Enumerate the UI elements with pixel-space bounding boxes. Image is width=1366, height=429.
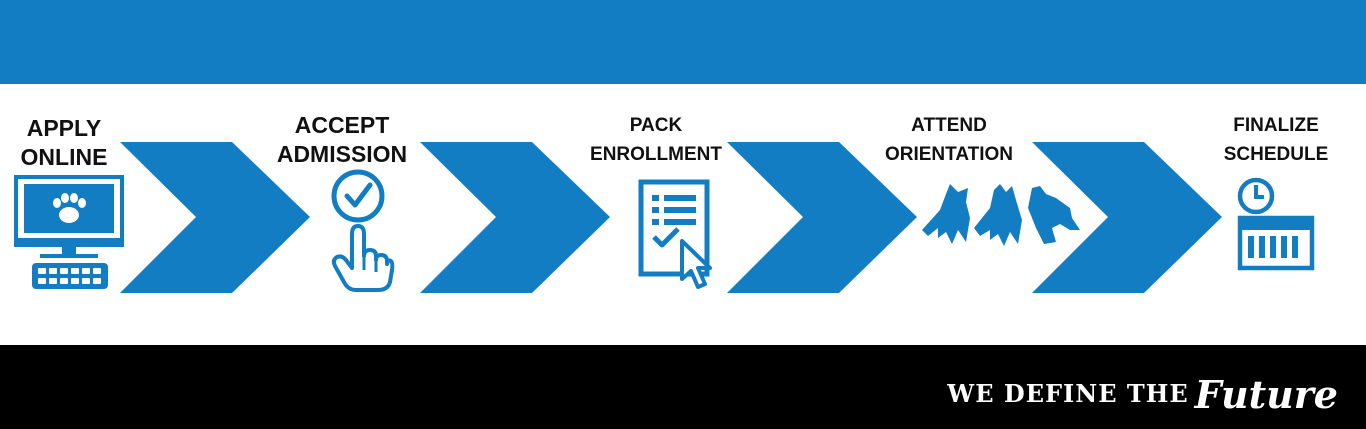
step-1-line1: APPLY [26,115,102,141]
step-3-line2: ENROLLMENT [590,143,722,165]
step-1-line2: ONLINE [20,143,108,170]
step-4-line2: ORIENTATION [884,143,1014,165]
bottom-black-band [0,345,1366,429]
top-blue-band [0,0,1366,84]
checklist-cursor-icon [638,179,712,289]
chevron-arrow-2 [420,142,610,293]
step-4-line1: ATTEND [911,115,987,136]
chevron-arrow-1 [120,142,310,293]
step-5-line2: SCHEDULE [1223,143,1329,165]
step-finalize-schedule-label: FINALIZE SCHEDULE [1218,112,1334,169]
hand-check-icon [331,169,395,292]
step-accept-admission-label: ACCEPT ADMISSION [268,111,416,169]
wolves-howling-icon [922,184,1080,246]
step-apply-online-label: APPLY ONLINE [14,114,114,172]
chevron-arrow-3 [727,142,917,293]
step-2-line2: ADMISSION [276,140,408,167]
clock-schedule-icon [1237,177,1315,271]
step-attend-orientation-label: ATTEND ORIENTATION [866,112,1032,169]
step-3-line1: PACK [629,115,683,136]
computer-wolf-paw-icon [14,175,124,289]
step-pack-enrollment-label: PACK ENROLLMENT [578,112,734,169]
tagline-script-word: Future [1194,372,1338,417]
step-5-line1: FINALIZE [1233,115,1319,136]
step-2-line1: ACCEPT [294,112,390,138]
process-steps: APPLY ONLINE ACCEPT ADMISSION PACK ENROL… [0,84,1366,345]
tagline-prefix: WE DEFINE THE [947,379,1189,408]
chevron-arrows [120,142,1222,293]
chevron-arrow-4 [1032,142,1222,293]
